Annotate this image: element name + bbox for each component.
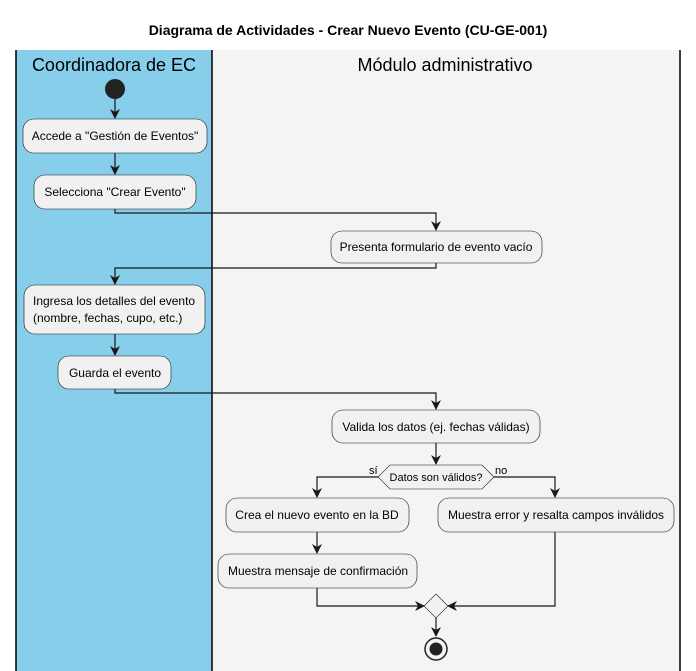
- activity-selecciona-label: Selecciona "Crear Evento": [44, 185, 185, 199]
- edge-a5-a6: [114, 389, 441, 410]
- edge-a3-a4: [110, 263, 437, 285]
- lane-title-modulo: Módulo administrativo: [357, 55, 532, 75]
- edge-decision-yes: [312, 476, 378, 498]
- activity-crea-evento-label: Crea el nuevo evento en la BD: [235, 508, 399, 522]
- decision-no-label: no: [495, 465, 507, 477]
- decision-yes-label: sí: [369, 465, 378, 477]
- activity-ingresa-detalles-line2: (nombre, fechas, cupo, etc.): [33, 311, 182, 325]
- activity-muestra-error-label: Muestra error y resalta campos inválidos: [448, 508, 664, 522]
- activity-ingresa-detalles: [23, 284, 206, 335]
- activity-accede-label: Accede a "Gestión de Eventos": [32, 129, 199, 143]
- end-node-outer: [424, 637, 448, 661]
- start-node: [105, 79, 125, 99]
- activity-guarda-label: Guarda el evento: [69, 366, 161, 380]
- lane-title-coordinadora: Coordinadora de EC: [32, 55, 196, 75]
- activity-valida-label: Valida los datos (ej. fechas válidas): [342, 420, 529, 434]
- diagram-title: Diagrama de Actividades - Crear Nuevo Ev…: [149, 22, 548, 38]
- activity-presenta-formulario-label: Presenta formulario de evento vacío: [340, 240, 533, 254]
- edge-decision-no: [494, 476, 560, 498]
- edge-a2-a3: [114, 209, 441, 231]
- activity-muestra-confirmacion-label: Muestra mensaje de confirmación: [228, 564, 408, 578]
- activity-ingresa-detalles-line1: Ingresa los detalles del evento: [33, 294, 195, 308]
- decision-question: Datos son válidos?: [390, 472, 483, 484]
- end-node-inner: [429, 642, 443, 656]
- activity-muestra-error: [437, 497, 675, 533]
- edge-a8-merge: [316, 588, 425, 611]
- edge-a9-merge: [447, 532, 556, 611]
